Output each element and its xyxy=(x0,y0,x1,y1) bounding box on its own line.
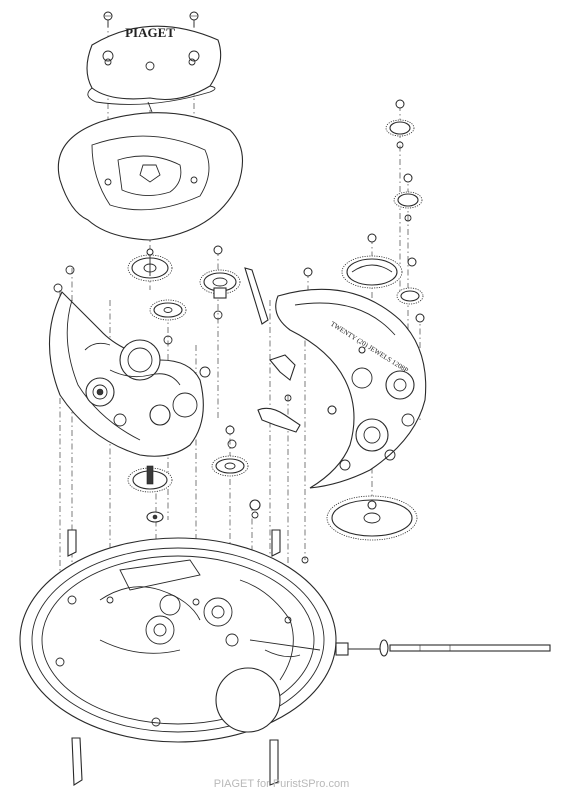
gear-center xyxy=(199,245,241,320)
right-bridge xyxy=(275,288,427,489)
gear-upper-left xyxy=(127,248,173,282)
gear-column-right xyxy=(385,99,425,323)
logo-bridge-screws xyxy=(103,11,199,27)
left-bridge xyxy=(48,265,211,457)
gear-lower-left xyxy=(127,465,173,493)
ring-plate xyxy=(57,101,244,241)
small-arbor xyxy=(146,511,164,523)
right-screws xyxy=(303,267,366,415)
logo-bridge xyxy=(86,25,222,105)
gear-top-right-large xyxy=(341,233,403,289)
main-plate xyxy=(19,529,337,786)
image-credit: PIAGET for PuristSPro.com xyxy=(213,778,350,790)
gear-small-left xyxy=(149,299,187,321)
lever-parts xyxy=(244,267,301,519)
balance-wheel xyxy=(326,495,418,541)
gear-lower-center xyxy=(211,425,249,477)
brand-logo: PIAGET xyxy=(125,25,175,40)
winding-stem xyxy=(335,639,551,657)
